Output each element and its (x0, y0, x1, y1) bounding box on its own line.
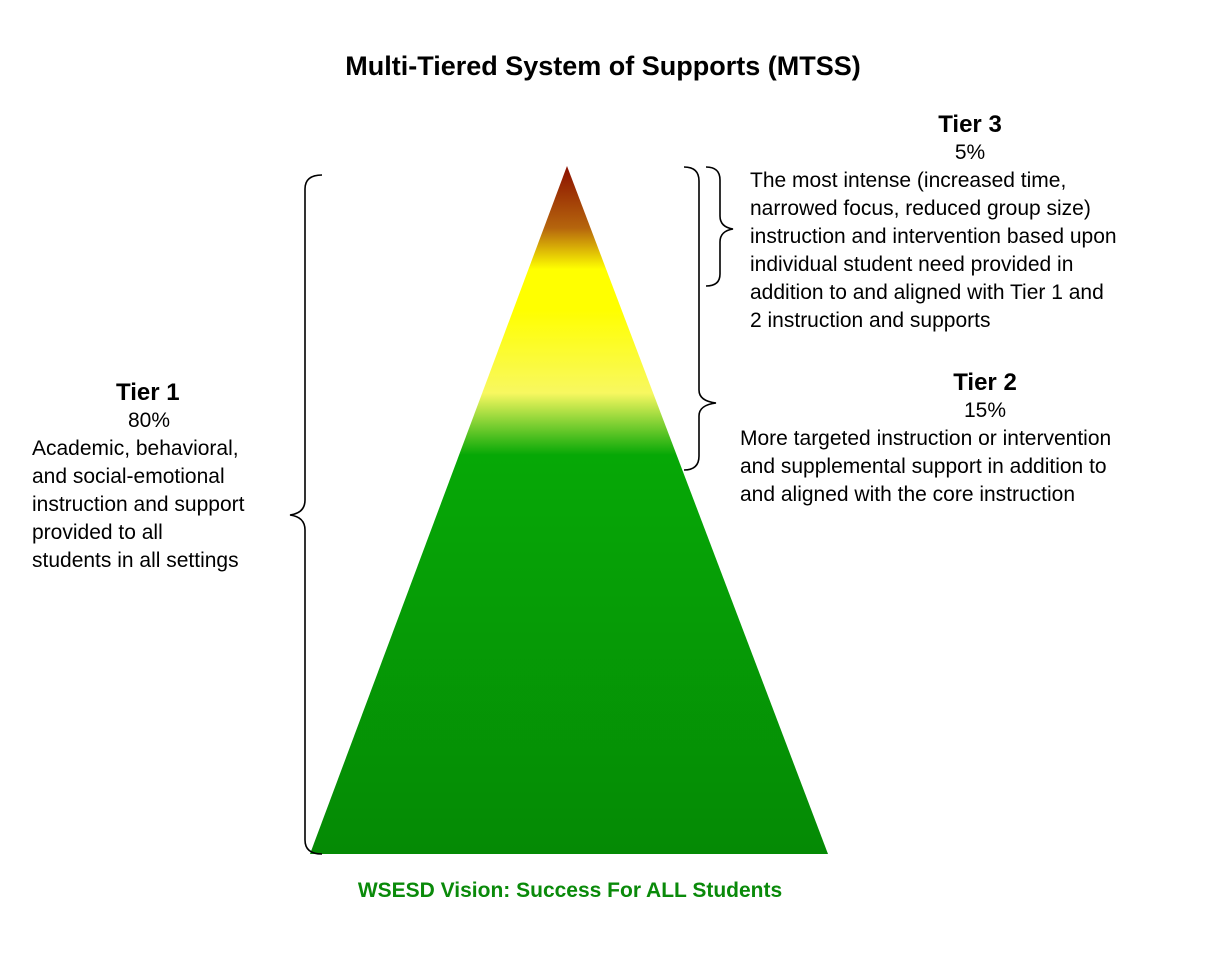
tier1-bracket (289, 174, 323, 855)
diagram-title: Multi-Tiered System of Supports (MTSS) (345, 51, 861, 81)
tier1-description: Academic, behavioral, and social-emotion… (32, 437, 245, 572)
tier2-heading: Tier 2 (953, 369, 1017, 396)
tier1-percent: 80% (128, 409, 171, 432)
tier3-heading: Tier 3 (938, 111, 1002, 138)
tier2-percent: 15% (963, 399, 1007, 422)
vision-footer: WSESD Vision: Success For ALL Students (357, 879, 783, 902)
tier1-heading: Tier 1 (116, 379, 180, 406)
pyramid (310, 166, 828, 854)
tier3-description: The most intense (increased time, narrow… (750, 169, 1117, 332)
tier3-percent: 5% (954, 141, 986, 164)
tier1-label-block: Tier 1 80% Academic, behavioral, and soc… (32, 378, 282, 575)
tier2-description: More targeted instruction or interventio… (740, 427, 1112, 506)
tier2-bracket (683, 166, 717, 471)
tier2-label-block: Tier 2 15% More targeted instruction or … (740, 368, 1190, 509)
tier3-bracket (705, 166, 734, 287)
tier3-label-block: Tier 3 5% The most intense (increased ti… (750, 110, 1190, 335)
